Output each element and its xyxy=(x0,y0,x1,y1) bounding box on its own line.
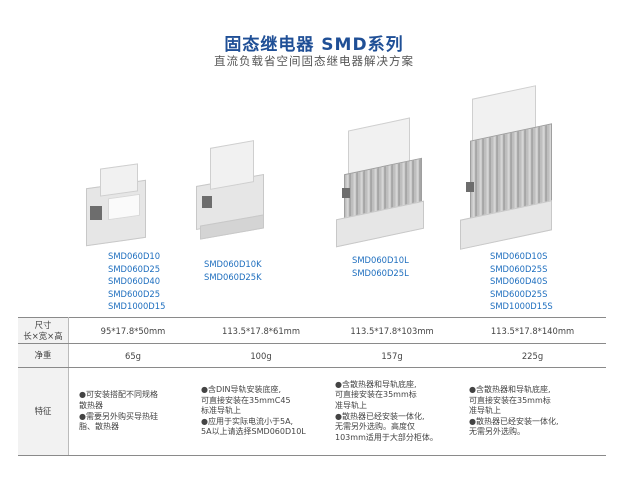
product-image-4 xyxy=(454,85,558,250)
feature-line: 可直接安装在35mm标 xyxy=(469,395,551,405)
table-row-features: 特征 ●可安装搭配不同规格 散热器 ●需要另外购买导热硅 脂、散热器 ●含DIN… xyxy=(18,367,606,456)
model-item: SMD600D25 xyxy=(108,288,161,299)
table-cell: 113.5*17.8*61mm xyxy=(197,317,325,344)
model-item: SMD060D10L xyxy=(352,255,409,265)
table-row-size: 尺寸 长×宽×高 95*17.8*50mm 113.5*17.8*61mm 11… xyxy=(18,317,606,344)
table-cell: 113.5*17.8*103mm xyxy=(325,317,459,344)
model-item: SMD060D10K xyxy=(204,259,262,269)
feature-cell-3: ●含散热器和导轨底座, 可直接安装在35mm标 准导轨上 ●散热器已经安装一体化… xyxy=(325,367,459,456)
feature-line: 无需另外选购。 xyxy=(469,427,525,437)
feature-line: 无需另外选购。高度仅 xyxy=(335,422,415,432)
product-image-3 xyxy=(330,117,430,248)
table-cell: 95*17.8*50mm xyxy=(68,317,197,344)
spec-table: 尺寸 长×宽×高 95*17.8*50mm 113.5*17.8*61mm 11… xyxy=(18,317,606,456)
row-label-line: 长×宽×高 xyxy=(23,330,63,341)
table-cell: 100g xyxy=(197,343,325,368)
model-item: SMD060D40S xyxy=(490,276,548,287)
table-row-weight: 净重 65g 100g 157g 225g xyxy=(18,343,606,368)
model-item: SMD060D10S xyxy=(490,251,548,261)
feature-line: ●需要另外购买导热硅 xyxy=(79,411,158,421)
feature-line: 可直接安装在35mmC45 xyxy=(201,395,291,405)
feature-line: 5A以上请选择SMD060D10L xyxy=(201,427,306,437)
feature-line: ●含DIN导轨安装底座, xyxy=(201,385,282,395)
model-list-4: SMD060D10S SMD060D25S SMD060D40S SMD600D… xyxy=(490,250,553,313)
feature-line: 散热器 xyxy=(79,400,103,410)
row-label-size: 尺寸 长×宽×高 xyxy=(18,317,69,344)
feature-cell-1: ●可安装搭配不同规格 散热器 ●需要另外购买导热硅 脂、散热器 xyxy=(68,367,197,456)
feature-cell-2: ●含DIN导轨安装底座, 可直接安装在35mmC45 标准导轨上 ●应用于实际电… xyxy=(197,367,325,456)
model-item: SMD060D10 xyxy=(108,251,161,261)
feature-line: ●含散热器和导轨底座, xyxy=(469,385,551,395)
model-list-2: SMD060D10K SMD060D25K xyxy=(204,258,262,283)
table-cell: 225g xyxy=(459,343,606,368)
model-item: SMD060D25L xyxy=(352,267,409,278)
feature-line: ●应用于实际电流小于5A, xyxy=(201,416,294,426)
feature-line: 标准导轨上 xyxy=(201,406,241,416)
product-image-2 xyxy=(196,140,266,240)
table-cell: 157g xyxy=(325,343,459,368)
row-label-line: 尺寸 xyxy=(34,319,52,330)
model-item: SMD060D25S xyxy=(490,263,548,274)
model-item: SMD1000D15S xyxy=(490,301,553,312)
model-list-1: SMD060D10 SMD060D25 SMD060D40 SMD600D25 … xyxy=(108,250,165,313)
model-item: SMD1000D15 xyxy=(108,301,166,312)
table-cell: 113.5*17.8*140mm xyxy=(459,317,606,344)
row-label-weight: 净重 xyxy=(18,343,69,368)
feature-line: 准导轨上 xyxy=(335,400,367,410)
page-title: 固态继电器 SMD系列 xyxy=(224,35,404,55)
feature-line: 可直接安装在35mm标 xyxy=(335,390,417,400)
row-label-features: 特征 xyxy=(18,367,69,456)
feature-line: ●可安装搭配不同规格 xyxy=(79,390,158,400)
page-subtitle: 直流负载省空间固态继电器解决方案 xyxy=(214,54,414,68)
feature-line: ●含散热器和导轨底座, xyxy=(335,379,417,389)
table-cell: 65g xyxy=(68,343,197,368)
feature-line: 准导轨上 xyxy=(469,406,501,416)
feature-line: 103mm适用于大部分柜体。 xyxy=(335,432,438,442)
model-item: SMD060D40 xyxy=(108,276,161,287)
feature-line: 脂、散热器 xyxy=(79,422,119,432)
feature-line: ●散热器已经安装一体化, xyxy=(335,411,425,421)
product-image-1 xyxy=(86,162,146,247)
model-item: SMD600D25S xyxy=(490,288,548,299)
model-item: SMD060D25 xyxy=(108,263,161,274)
model-list-3: SMD060D10L SMD060D25L xyxy=(352,254,409,279)
feature-cell-4: ●含散热器和导轨底座, 可直接安装在35mm标 准导轨上 ●散热器已经安装一体化… xyxy=(459,367,606,456)
feature-line: ●散热器已经安装一体化, xyxy=(469,416,559,426)
model-item: SMD060D25K xyxy=(204,271,262,282)
